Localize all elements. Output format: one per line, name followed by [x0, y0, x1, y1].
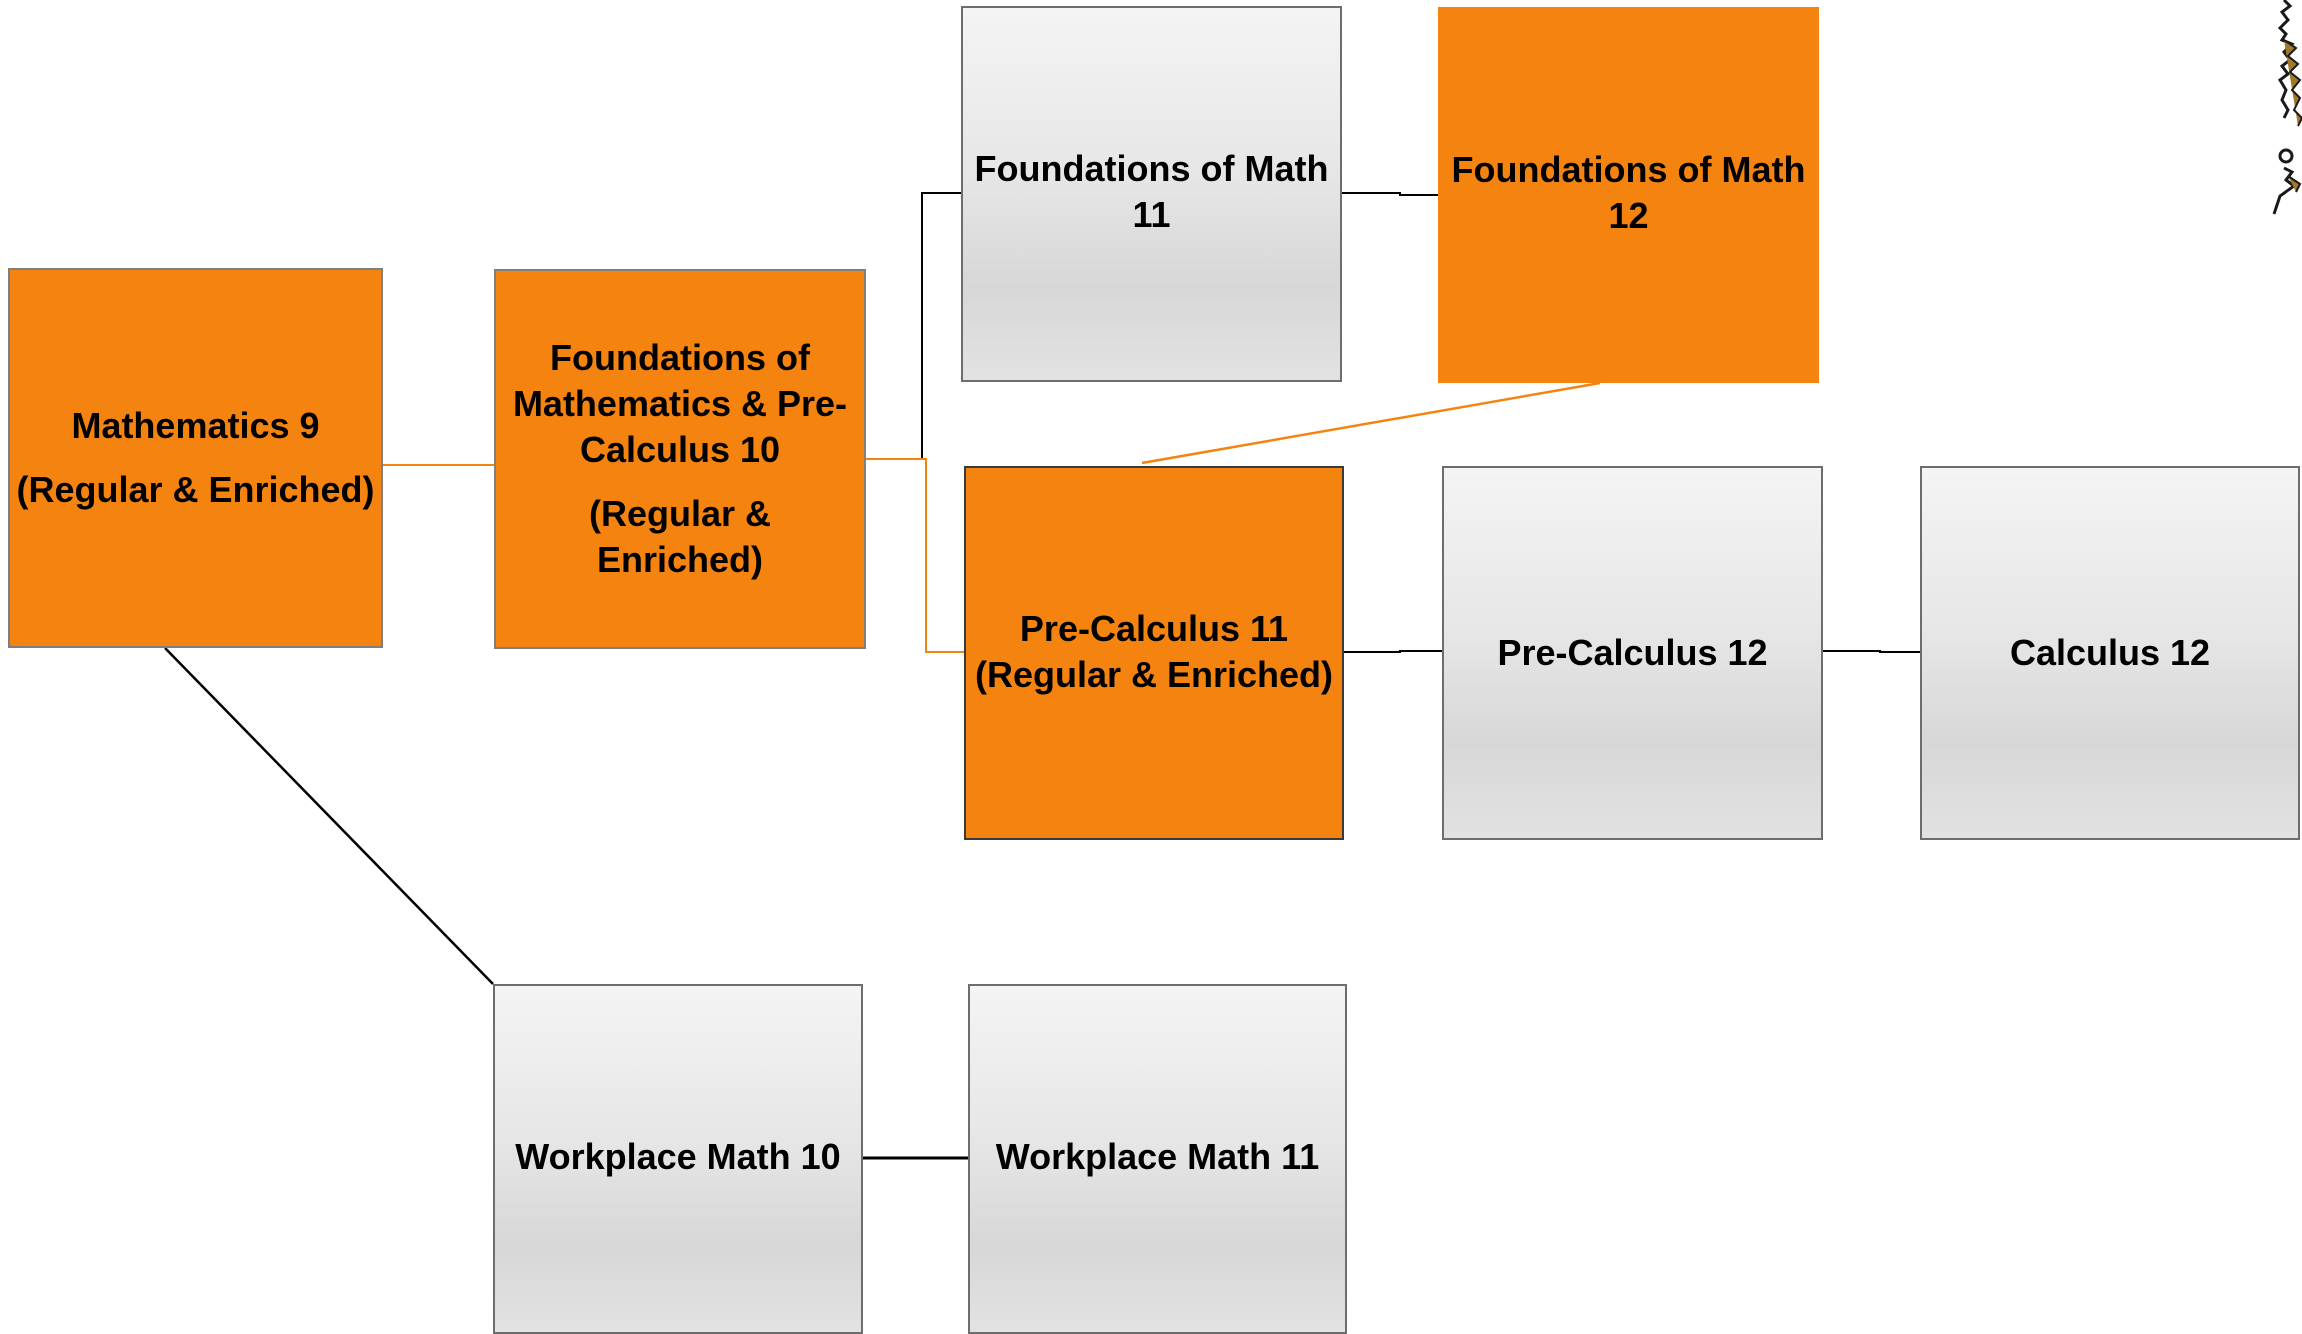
box-mathematics-9: Mathematics 9 (Regular & Enriched)	[8, 268, 383, 648]
box-title: Pre-Calculus 11	[1019, 608, 1289, 649]
box-title: Mathematics 9	[71, 404, 320, 446]
box-title: Workplace Math 11	[995, 1136, 1320, 1177]
box-workplace-math-11: Workplace Math 11	[968, 984, 1347, 1334]
box-title: Workplace Math 10	[515, 1136, 841, 1177]
connector-fom12-pc11	[1141, 381, 1601, 465]
box-workplace-math-10: Workplace Math 10	[493, 984, 863, 1334]
box-title: Foundations of Math 11	[974, 148, 1329, 236]
mascot-decoration-icon	[2272, 0, 2302, 215]
connector-math9-wm10	[164, 647, 494, 985]
box-foundations-math-11: Foundations of Math 11	[961, 6, 1342, 382]
connector-pc11-pc12	[1344, 650, 1442, 653]
box-foundations-precalc-10: Foundations of Mathematics & Pre-Calculu…	[494, 269, 866, 649]
connector-pc12-calc12	[1823, 650, 1920, 653]
box-foundations-math-12: Foundations of Math 12	[1438, 7, 1819, 383]
connector-fmpc10-fom11	[866, 192, 961, 460]
box-pre-calculus-12: Pre-Calculus 12	[1442, 466, 1823, 840]
box-pre-calculus-11: Pre-Calculus 11 (Regular & Enriched)	[964, 466, 1344, 840]
connector-fmpc10-pc11	[866, 458, 964, 653]
connector-fom11-fom12	[1342, 192, 1438, 196]
box-title: Pre-Calculus 12	[1497, 631, 1768, 673]
box-title: Calculus 12	[2009, 631, 2211, 673]
box-subtitle: (Regular & Enriched)	[974, 654, 1334, 696]
box-subtitle: (Regular & Enriched)	[588, 493, 772, 581]
box-title: Foundations of Mathematics & Pre-Calculu…	[512, 336, 848, 470]
box-calculus-12: Calculus 12	[1920, 466, 2300, 840]
box-title: Foundations of Math 12	[1451, 149, 1806, 237]
box-subtitle: (Regular & Enriched)	[16, 469, 375, 510]
